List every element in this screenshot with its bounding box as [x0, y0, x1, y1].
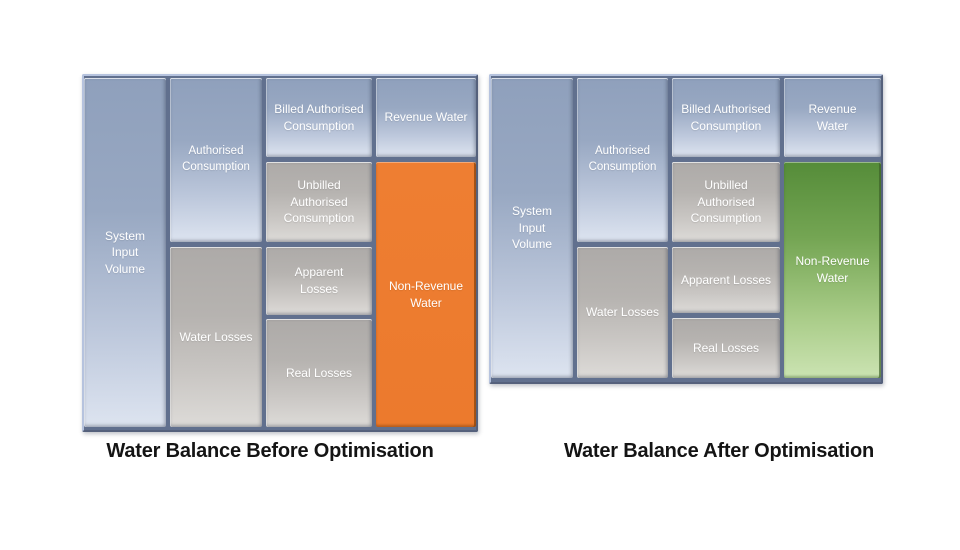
block-real-losses: Real Losses [672, 318, 780, 378]
block-non-revenue-water-orange: Non-Revenue Water [376, 162, 476, 427]
caption-after-optimisation: Water Balance After Optimisation [564, 440, 874, 462]
block-water-losses: Water Losses [577, 247, 668, 378]
diagram-before-optimisation: System Input Volume Authorised Consumpti… [82, 74, 478, 432]
block-authorised-consumption: Authorised Consumption [170, 78, 262, 242]
block-non-revenue-water-green: Non-Revenue Water [784, 162, 881, 378]
block-system-input-volume: System Input Volume [491, 78, 573, 378]
block-billed-authorised-consumption: Billed Authorised Consumption [266, 78, 372, 157]
block-system-input-volume: System Input Volume [84, 78, 166, 427]
diagram-after-optimisation: System Input Volume Authorised Consumpti… [489, 74, 883, 384]
block-revenue-water: Revenue Water [376, 78, 476, 157]
block-water-losses: Water Losses [170, 247, 262, 427]
block-authorised-consumption: Authorised Consumption [577, 78, 668, 242]
block-real-losses: Real Losses [266, 319, 372, 427]
block-billed-authorised-consumption: Billed Authorised Consumption [672, 78, 780, 157]
block-apparent-losses: Apparent Losses [672, 247, 780, 313]
block-unbilled-authorised-consumption: Unbilled Authorised Consumption [672, 162, 780, 242]
block-revenue-water: Revenue Water [784, 78, 881, 157]
caption-before-optimisation: Water Balance Before Optimisation [106, 440, 434, 462]
block-apparent-losses: Apparent Losses [266, 247, 372, 315]
block-unbilled-authorised-consumption: Unbilled Authorised Consumption [266, 162, 372, 242]
